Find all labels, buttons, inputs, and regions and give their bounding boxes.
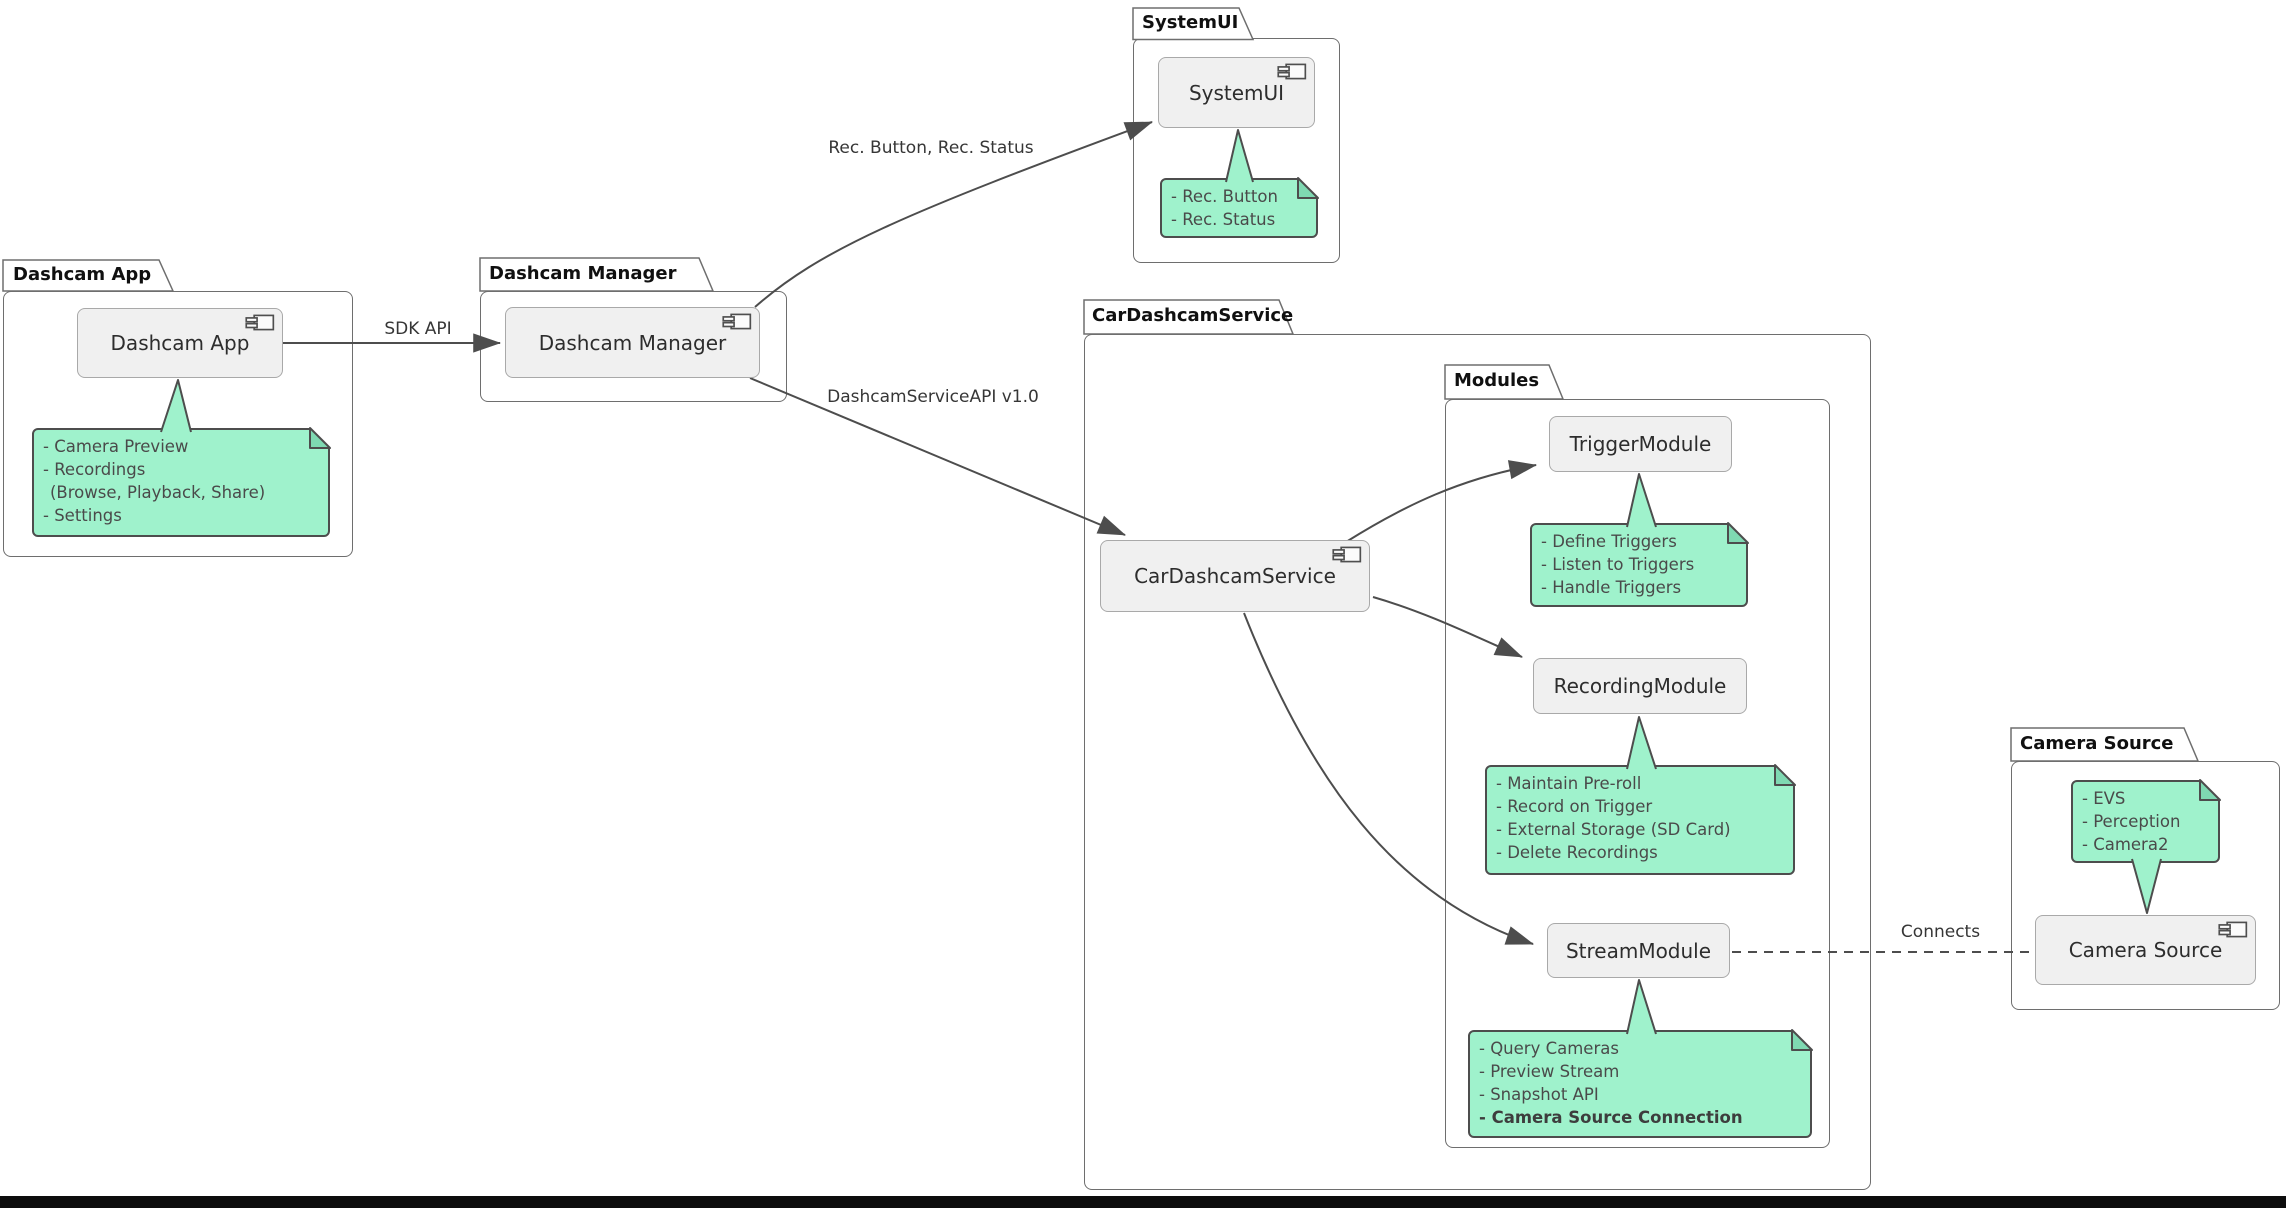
note-line: - Maintain Pre-roll bbox=[1496, 774, 1642, 793]
package-title-dashcam-manager: Dashcam Manager bbox=[489, 263, 677, 284]
package-title-modules: Modules bbox=[1454, 370, 1540, 391]
note-line: - Settings bbox=[43, 506, 122, 525]
component-icon bbox=[2218, 921, 2248, 943]
note-line: - Camera Source Connection bbox=[1479, 1108, 1743, 1127]
component-systemui: SystemUI bbox=[1158, 57, 1315, 128]
component-trigger-module: TriggerModule bbox=[1549, 416, 1732, 472]
note-line: - Preview Stream bbox=[1479, 1062, 1620, 1081]
note-line: - Rec. Button bbox=[1171, 187, 1278, 206]
component-icon bbox=[1332, 546, 1362, 568]
component-label: Dashcam App bbox=[110, 331, 250, 355]
package-title-car-dashcam-service: CarDashcamService bbox=[1092, 305, 1294, 326]
bottom-screen-edge-bar bbox=[0, 1196, 2286, 1208]
package-title-dashcam-app: Dashcam App bbox=[13, 264, 152, 285]
note-line: - Query Cameras bbox=[1479, 1039, 1619, 1058]
note-line: - EVS bbox=[2082, 789, 2126, 808]
edge-label-sdk-api: SDK API bbox=[384, 319, 452, 339]
component-label: CarDashcamService bbox=[1134, 564, 1336, 588]
package-title-camera-source: Camera Source bbox=[2020, 733, 2174, 754]
note-systemui: - Rec. Button - Rec. Status bbox=[1160, 178, 1318, 238]
component-dashcam-manager: Dashcam Manager bbox=[505, 307, 760, 378]
component-label: RecordingModule bbox=[1553, 674, 1727, 698]
component-recording-module: RecordingModule bbox=[1533, 658, 1747, 714]
component-icon bbox=[245, 314, 275, 336]
note-line: - Handle Triggers bbox=[1541, 578, 1682, 597]
component-label: Camera Source bbox=[2068, 938, 2223, 962]
component-camera-source: Camera Source bbox=[2035, 915, 2256, 985]
note-trigger-module: - Define Triggers - Listen to Triggers -… bbox=[1530, 523, 1748, 607]
note-stream-module: - Query Cameras - Preview Stream - Snaps… bbox=[1468, 1030, 1812, 1138]
note-line: - Snapshot API bbox=[1479, 1085, 1599, 1104]
note-line: - Listen to Triggers bbox=[1541, 555, 1695, 574]
note-dashcam-app: - Camera Preview - Recordings (Browse, P… bbox=[32, 428, 330, 537]
component-label: StreamModule bbox=[1565, 938, 1712, 963]
edge-label-rec-button-status: Rec. Button, Rec. Status bbox=[828, 138, 1034, 158]
component-car-dashcam-service: CarDashcamService bbox=[1100, 540, 1370, 612]
component-icon bbox=[1277, 63, 1307, 85]
note-line: - Recordings bbox=[43, 460, 146, 479]
note-line: - Delete Recordings bbox=[1496, 843, 1658, 862]
component-icon bbox=[722, 313, 752, 335]
note-line: - Rec. Status bbox=[1171, 210, 1276, 229]
note-line: - Define Triggers bbox=[1541, 532, 1677, 551]
component-stream-module: StreamModule bbox=[1547, 923, 1730, 978]
note-line: - Camera2 bbox=[2082, 835, 2169, 854]
package-title-systemui: SystemUI bbox=[1142, 12, 1239, 33]
edge-label-connects: Connects bbox=[1900, 922, 1981, 942]
edge-label-dashcam-service-api: DashcamServiceAPI v1.0 bbox=[827, 387, 1039, 407]
note-line: - Record on Trigger bbox=[1496, 797, 1653, 816]
component-dashcam-app: Dashcam App bbox=[77, 308, 283, 378]
note-line: - Camera Preview bbox=[43, 437, 189, 456]
component-label: TriggerModule bbox=[1569, 432, 1712, 456]
note-line: - Perception bbox=[2082, 812, 2181, 831]
note-camera-source: - EVS - Perception - Camera2 bbox=[2071, 780, 2220, 863]
component-label: SystemUI bbox=[1188, 80, 1285, 105]
note-line: (Browse, Playback, Share) bbox=[50, 483, 266, 502]
note-line: - External Storage (SD Card) bbox=[1496, 820, 1731, 839]
component-label: Dashcam Manager bbox=[538, 330, 727, 355]
note-recording-module: - Maintain Pre-roll - Record on Trigger … bbox=[1485, 765, 1795, 875]
